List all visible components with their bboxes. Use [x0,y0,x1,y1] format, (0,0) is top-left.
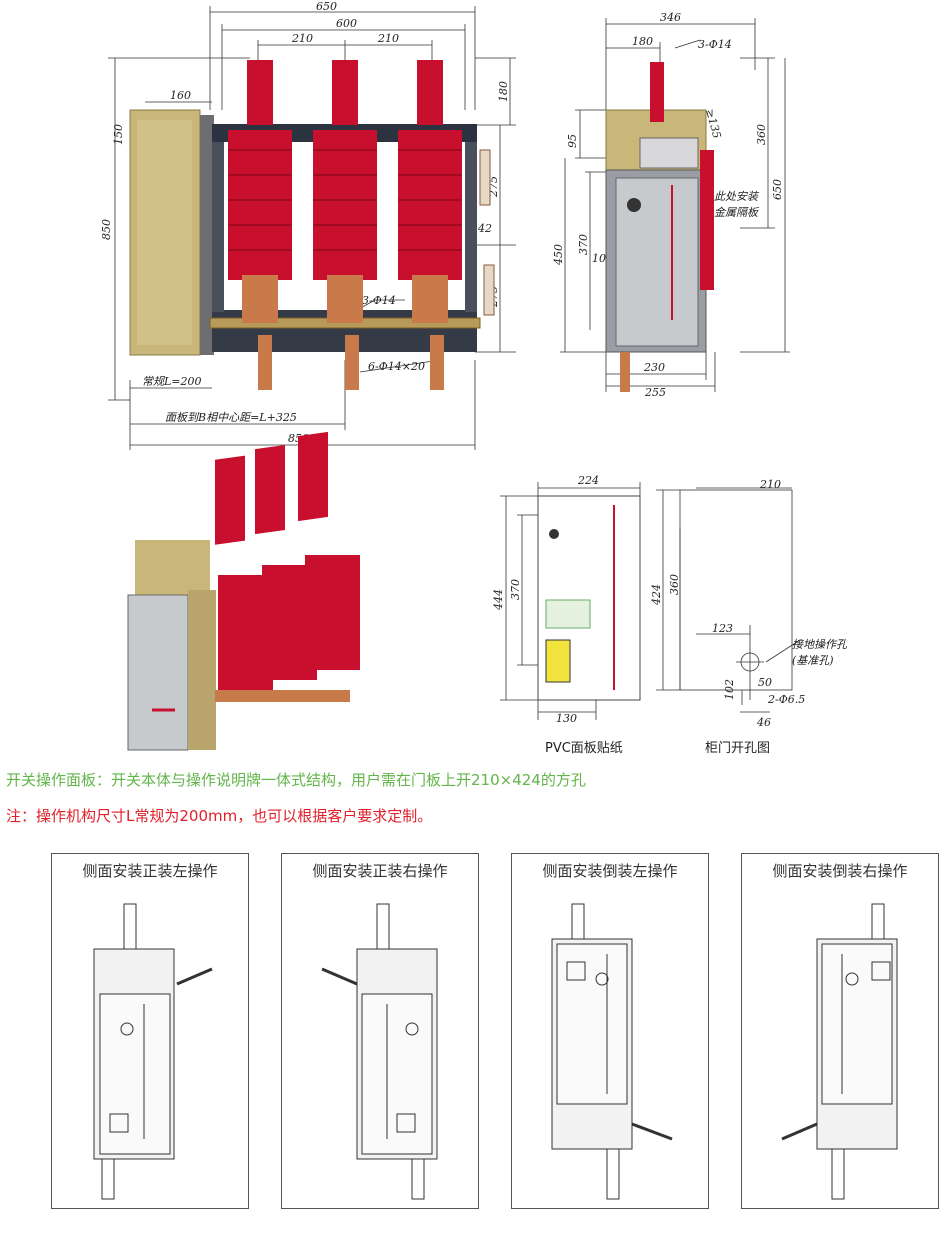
side-note-line2: 金属隔板 [714,206,760,219]
door-dim-102: 102 [723,679,736,700]
dim-95: 95 [566,134,579,148]
3d-render [127,431,360,751]
dim-600: 600 [336,17,357,30]
variant-title: 侧面安装正装左操作 [82,862,218,880]
variant-illustration [93,903,213,1200]
hole-note-line1: 接地操作孔 [792,638,848,651]
hole-note-line2: (基准孔) [792,654,834,667]
dim-370-side: 370 [577,234,590,255]
door-dim-50: 50 [758,676,772,689]
panel-distance-label: 面板到B相中心距=L+325 [165,411,297,424]
variant-card-1: 侧面安装正装左操作 [51,853,249,1209]
door-caption: 柜门开孔图 [705,741,770,756]
note-mechanism-size: 注：操作机构尺寸L常规为200mm，也可以根据客户要求定制。 [6,807,433,825]
dim-210a: 210 [291,32,313,45]
dim-150: 150 [112,124,125,145]
variant-title: 侧面安装正装右操作 [312,862,448,880]
door-dim-210: 210 [759,478,781,491]
variant-card-3: 侧面安装倒装左操作 [511,853,709,1209]
door-hole-2-phi6-5: 2-Φ6.5 [767,693,805,706]
side-view: 346 180 3-Φ14 ≥135 95 360 650 370 450 10… [552,11,790,399]
dim-346: 346 [660,11,681,24]
side-note-line1: 此处安装 [714,190,760,203]
dim-180-side: 180 [632,35,653,48]
dim-850v: 850 [100,219,113,240]
variant-title: 侧面安装倒装右操作 [772,862,908,880]
variant-card-2: 侧面安装正装右操作 [281,853,479,1209]
pvc-dim-444: 444 [492,589,505,611]
variant-illustration [321,903,438,1200]
technical-drawing: 650 600 210 210 160 150 850 180 275 42 2… [100,0,848,756]
variant-illustration [781,903,898,1200]
dim-650: 650 [316,0,337,13]
variant-title: 侧面安装倒装左操作 [542,862,678,880]
variant-illustration [551,903,673,1200]
dim-180: 180 [497,81,510,102]
hole-3-phi14-side: 3-Φ14 [698,38,732,51]
dim-10: 10 [592,252,606,265]
hole-6-phi14x20: 6-Φ14×20 [368,360,425,373]
pvc-caption: PVC面板贴纸 [545,741,623,756]
door-cutout-drawing: 210 424 360 123 50 102 2-Φ6.5 46 接地操作孔 (… [650,478,848,756]
door-dim-424: 424 [650,584,663,606]
door-dim-360: 360 [668,574,681,595]
door-dim-123: 123 [712,622,733,635]
front-view: 650 600 210 210 160 150 850 180 275 42 2… [100,0,516,450]
std-l-label: 常规L=200 [142,375,202,388]
pvc-dim-224: 224 [577,474,599,487]
hole-3-phi14: 3-Φ14 [362,294,396,307]
dim-42: 42 [477,222,492,235]
variant-card-4: 侧面安装倒装右操作 [741,853,939,1209]
dim-650-side: 650 [771,179,784,200]
insulator-phase-a [228,60,292,323]
dim-230: 230 [643,361,665,374]
dim-255: 255 [644,386,666,399]
dim-210b: 210 [377,32,399,45]
pvc-panel-drawing: 224 444 370 130 PVC面板贴纸 [492,474,641,756]
dim-450: 450 [552,244,565,266]
insulator-phase-b [313,60,377,323]
dim-360-side: 360 [755,124,768,145]
pvc-dim-370: 370 [509,579,522,600]
pvc-dim-130: 130 [556,712,577,725]
door-dim-46: 46 [756,716,771,729]
dim-160: 160 [170,89,191,102]
insulator-phase-c [398,60,462,323]
note-operation-panel: 开关操作面板：开关本体与操作说明牌一体式结构，用户需在门板上开210×424的方… [6,771,586,789]
